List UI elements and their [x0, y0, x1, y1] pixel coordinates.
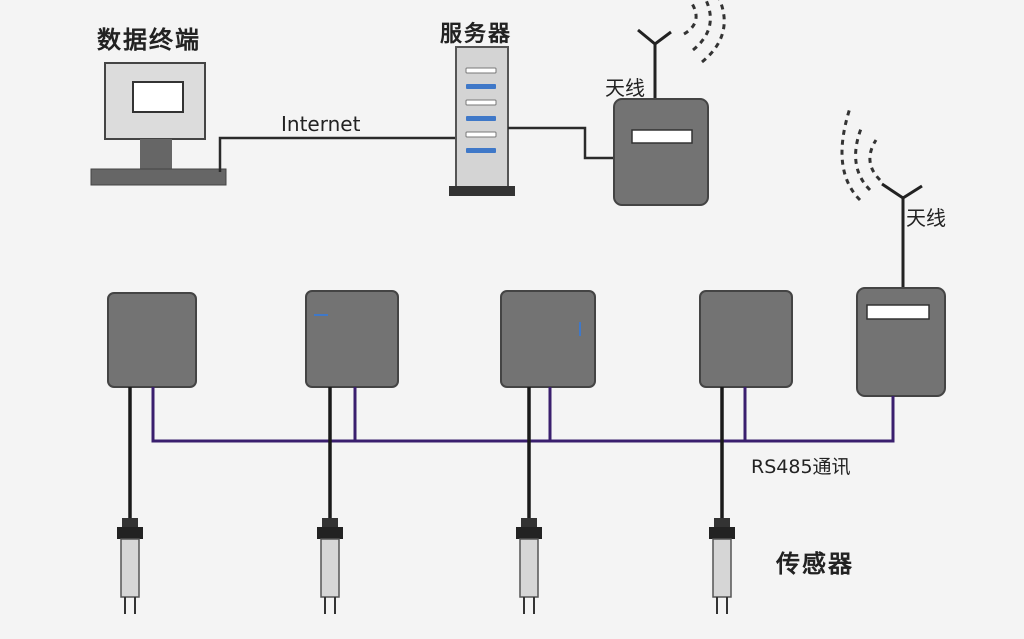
server — [449, 46, 515, 196]
probe-thread — [117, 527, 143, 539]
signal-waves-icon — [840, 107, 882, 202]
internet-link — [218, 136, 455, 172]
probe-body — [320, 538, 340, 598]
gateway — [613, 0, 726, 206]
sensor-node-3 — [500, 290, 596, 388]
node-display — [866, 304, 930, 320]
node-box — [500, 290, 596, 388]
internet-label: Internet — [281, 112, 361, 136]
server-led — [466, 116, 496, 121]
probe-nut — [122, 518, 138, 527]
gateway-antenna-label: 天线 — [605, 76, 645, 100]
probe-thread — [516, 527, 542, 539]
monitor-stand — [140, 139, 172, 169]
server-led — [466, 148, 496, 153]
computer-base — [90, 168, 227, 186]
probe-nut — [322, 518, 338, 527]
server-label: 服务器 — [440, 22, 513, 47]
node-box — [305, 290, 399, 388]
node-box — [856, 287, 946, 397]
bus-trunk — [151, 387, 895, 443]
rs485-bus — [151, 387, 895, 443]
probe-thread — [317, 527, 343, 539]
sensor-node-4 — [699, 290, 793, 388]
probe-body — [712, 538, 732, 598]
sensor-probe-2 — [317, 387, 343, 614]
sensor-node-2 — [305, 290, 399, 388]
node-box — [699, 290, 793, 388]
sensor-probe-4 — [709, 387, 735, 614]
terminal-label: 数据终端 — [97, 26, 201, 54]
probe-nut — [714, 518, 730, 527]
signal-waves-icon — [683, 0, 726, 64]
rs485-label: RS485通讯 — [751, 456, 851, 478]
gateway-box — [613, 98, 709, 206]
sensor-probe-1 — [117, 387, 143, 614]
node-box — [107, 292, 197, 388]
wireless-node — [840, 107, 946, 397]
probe-nut — [521, 518, 537, 527]
server-slot — [465, 131, 497, 138]
gateway-antenna-head — [637, 28, 672, 46]
server-slot — [465, 99, 497, 106]
node-antenna-head — [881, 182, 923, 200]
server-slot — [465, 67, 497, 74]
sensors-label: 传感器 — [776, 550, 854, 578]
gateway-display — [631, 129, 693, 144]
probe-body — [519, 538, 539, 598]
monitor-screen — [132, 81, 184, 113]
node-antenna-label: 天线 — [906, 206, 946, 230]
probe-body — [120, 538, 140, 598]
data-terminal — [90, 62, 227, 186]
server-led — [466, 84, 496, 89]
sensor-probe-3 — [516, 387, 542, 614]
server-gateway-link — [508, 126, 617, 160]
sensor-node-1 — [107, 292, 197, 388]
server-base — [449, 186, 515, 196]
probe-thread — [709, 527, 735, 539]
